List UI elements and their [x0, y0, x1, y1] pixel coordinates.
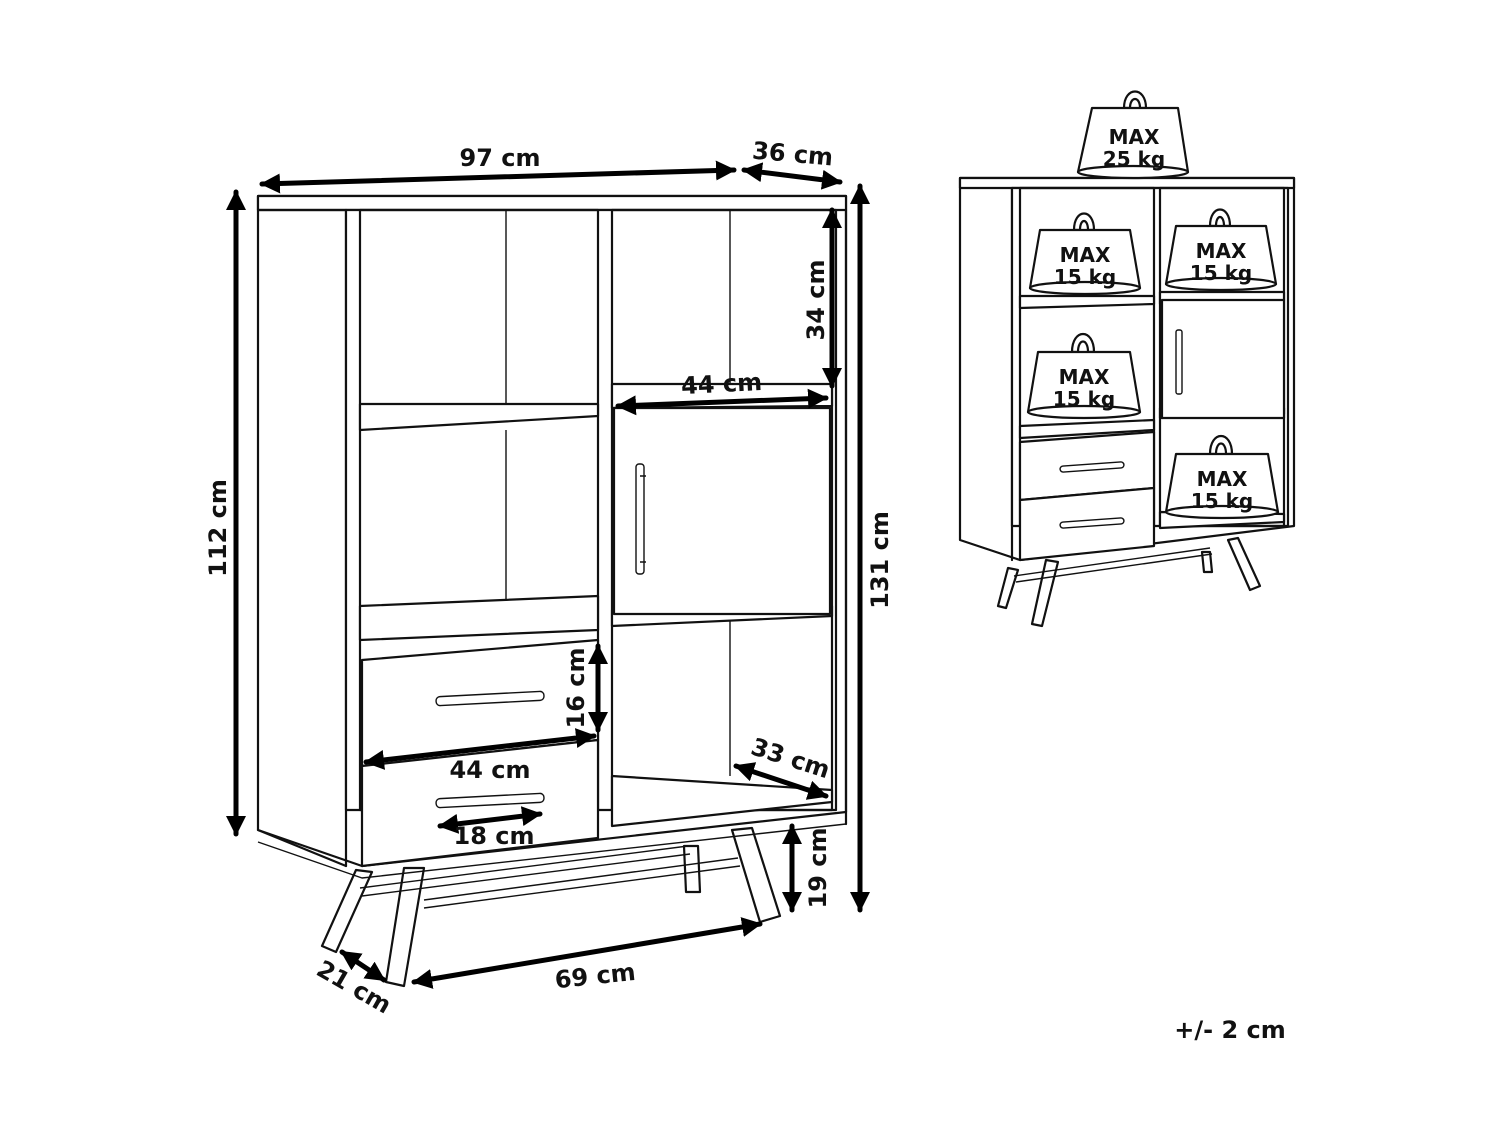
leg-span-label: 69 cm: [553, 958, 636, 994]
weight-shelf-top-right-line1: MAX: [1196, 239, 1247, 263]
weight-shelf-top-left-line1: MAX: [1060, 243, 1111, 267]
weight-shelf-middle-left-line1: MAX: [1059, 365, 1110, 389]
leg-height-label: 19 cm: [804, 828, 832, 909]
depth-label: 36 cm: [751, 137, 834, 172]
door-width-label: 44 cm: [680, 368, 762, 400]
depth-arrow: [741, 162, 843, 190]
weight-top-line1: MAX: [1109, 125, 1160, 149]
weight-shelf-top-right-line2: 15 kg: [1190, 261, 1252, 285]
door: [612, 406, 832, 616]
weight-top-line2: 25 kg: [1103, 147, 1165, 171]
leg-depth-arrow: [339, 949, 387, 983]
tolerance-note: +/- 2 cm: [1174, 1016, 1285, 1044]
handle-length-arrow: [437, 806, 543, 834]
weight-top: MAX 25 kg: [1076, 90, 1190, 180]
width-arrow: [259, 160, 737, 194]
weight-shelf-bottom-right-line2: 15 kg: [1191, 489, 1253, 513]
drawer-width-label: 44 cm: [450, 756, 531, 784]
door-width-arrow: [615, 388, 829, 416]
width-label: 97 cm: [460, 144, 541, 172]
leg-span-arrow: [411, 917, 763, 989]
handle-length-label: 18 cm: [454, 822, 535, 850]
main-cabinet: [256, 194, 848, 988]
weight-shelf-bottom-right-line1: MAX: [1197, 467, 1248, 491]
weight-shelf-middle-left-line2: 15 kg: [1053, 387, 1115, 411]
weight-shelf-top-left-line2: 15 kg: [1054, 265, 1116, 289]
legs: [320, 826, 782, 988]
drawer-height-label: 16 cm: [562, 648, 590, 729]
total-height-label: 131 cm: [866, 511, 894, 609]
compartment-height-label: 34 cm: [802, 260, 830, 341]
weight-shelf-top-right: MAX 15 kg: [1164, 208, 1278, 292]
weight-shelf-bottom-right: MAX 15 kg: [1164, 435, 1280, 520]
inner-depth-arrow: [733, 762, 829, 800]
cabinet-top: [256, 194, 848, 212]
dimension-lines: [226, 160, 870, 989]
weight-shelf-top-left: MAX 15 kg: [1028, 212, 1142, 296]
drawer-width-arrow: [363, 728, 597, 770]
leg-depth-label: 21 cm: [312, 955, 396, 1020]
weight-shelf-middle-left: MAX 15 kg: [1026, 333, 1142, 420]
body-height-label: 112 cm: [204, 479, 232, 577]
